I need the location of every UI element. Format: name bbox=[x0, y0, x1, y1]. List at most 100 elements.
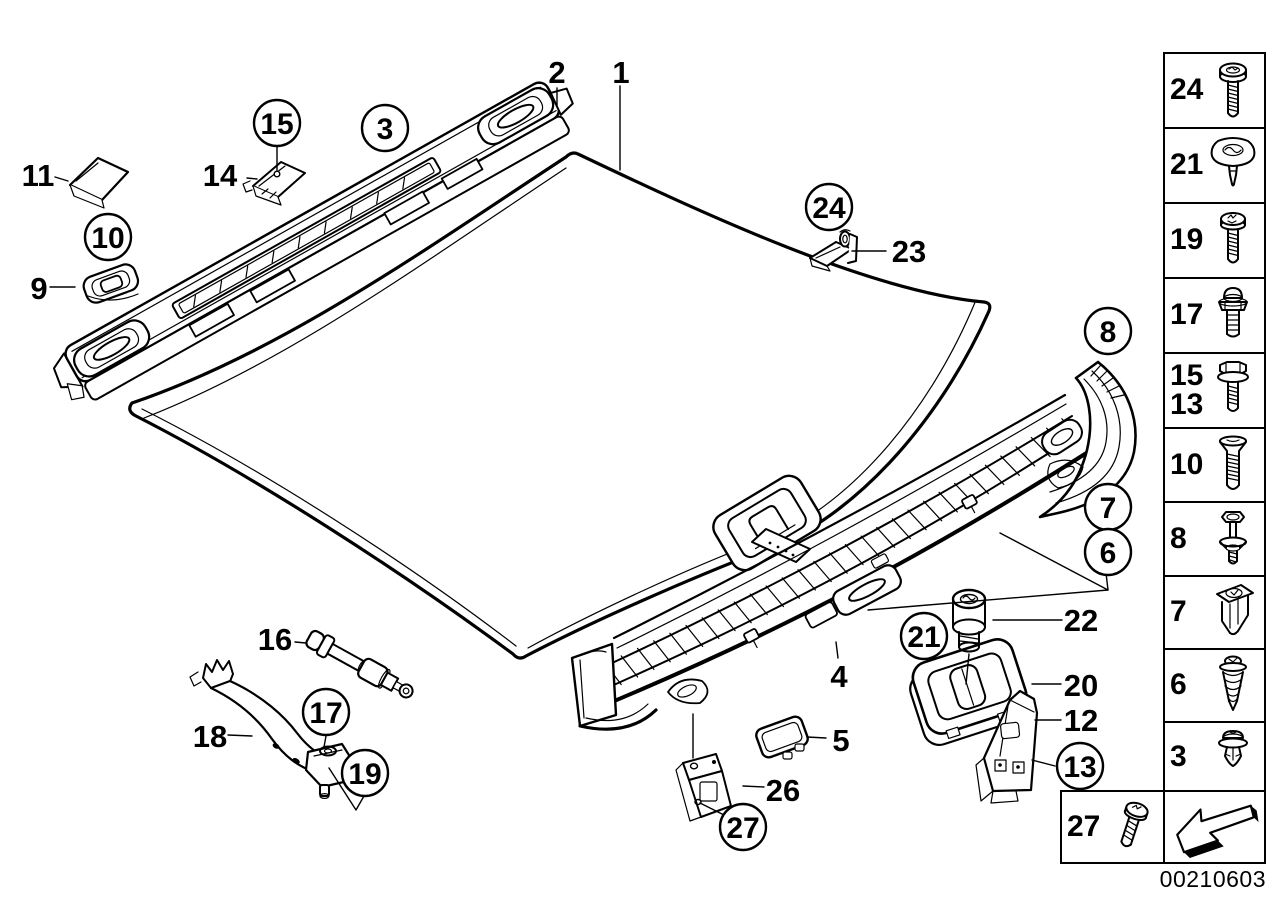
legend-number: 8 bbox=[1170, 521, 1187, 555]
callout-11[interactable]: 11 bbox=[22, 158, 55, 193]
corner-trim bbox=[1038, 360, 1137, 519]
sill-latch-pocket bbox=[804, 553, 902, 629]
legend-number: 6 bbox=[1170, 668, 1187, 702]
legend-row-17[interactable]: 17 bbox=[1163, 277, 1266, 354]
callout-5[interactable]: 5 bbox=[832, 723, 849, 758]
hex-flange-bolt-icon bbox=[1217, 360, 1249, 412]
direction-arrow-icon bbox=[1175, 804, 1259, 858]
callout-12[interactable]: 12 bbox=[1064, 703, 1098, 738]
legend-number: 3 bbox=[1170, 740, 1187, 774]
svg-text:7: 7 bbox=[1100, 492, 1117, 525]
bracket-26 bbox=[675, 753, 732, 822]
callout-4[interactable]: 4 bbox=[830, 659, 848, 694]
torx-screw-icon bbox=[1120, 801, 1149, 848]
svg-text:6: 6 bbox=[1100, 537, 1117, 570]
legend-number: 10 bbox=[1170, 447, 1204, 481]
callout-18[interactable]: 18 bbox=[193, 719, 227, 754]
gas-strut-16 bbox=[305, 629, 414, 699]
pin-rivet-icon bbox=[1219, 511, 1247, 565]
countersunk-screw-icon bbox=[1219, 435, 1247, 490]
svg-text:10: 10 bbox=[91, 222, 124, 255]
catalog-number: 00210603 bbox=[1159, 866, 1266, 892]
latch-assembly bbox=[909, 638, 1028, 746]
svg-text:8: 8 bbox=[1100, 316, 1117, 349]
callout-circle-21[interactable]: 21 bbox=[899, 611, 949, 661]
cover-11 bbox=[68, 156, 130, 209]
bracket-12 bbox=[975, 689, 1039, 804]
rail-handle-left bbox=[73, 319, 151, 378]
bracket-18 bbox=[189, 659, 354, 799]
callout-26[interactable]: 26 bbox=[766, 773, 800, 808]
callout-circle-8[interactable]: 8 bbox=[1083, 306, 1133, 356]
svg-text:17: 17 bbox=[309, 697, 342, 730]
clip-14 bbox=[242, 161, 306, 206]
torx-pan-screw-icon bbox=[1220, 211, 1246, 263]
callout-22[interactable]: 22 bbox=[1064, 603, 1098, 638]
callout-circle-10[interactable]: 10 bbox=[83, 212, 133, 262]
trim-hole bbox=[1041, 418, 1083, 456]
circled-callouts: 15 3 10 24 8 7 6 21 13 17 bbox=[83, 98, 1133, 852]
callout-circle-15[interactable]: 15 bbox=[252, 98, 302, 148]
trim-tip-hatching bbox=[1090, 365, 1125, 399]
callout-2[interactable]: 2 bbox=[548, 55, 565, 90]
callout-circle-27[interactable]: 27 bbox=[718, 802, 768, 852]
legend-row-10[interactable]: 10 bbox=[1163, 427, 1266, 503]
callout-9[interactable]: 9 bbox=[30, 271, 47, 306]
clip-23 bbox=[809, 229, 858, 272]
rail-handle-right bbox=[477, 87, 555, 146]
sill-clip bbox=[961, 494, 978, 514]
loading-sill-trim bbox=[570, 393, 1098, 731]
svg-text:24: 24 bbox=[812, 192, 846, 225]
callout-circle-3[interactable]: 3 bbox=[360, 103, 410, 153]
strip-hatching bbox=[193, 177, 406, 308]
svg-text:19: 19 bbox=[348, 758, 381, 791]
legend-arrow-box[interactable] bbox=[1163, 790, 1266, 864]
washer-head-screw-icon bbox=[1219, 62, 1247, 117]
callout-16[interactable]: 16 bbox=[258, 622, 292, 657]
legend-row-27[interactable]: 27 bbox=[1060, 790, 1165, 864]
callout-circle-13[interactable]: 13 bbox=[1055, 741, 1105, 791]
trunk-floor-panel bbox=[128, 151, 992, 660]
svg-text:15: 15 bbox=[260, 108, 293, 141]
callout-23[interactable]: 23 bbox=[892, 234, 926, 269]
sill-clip bbox=[743, 628, 760, 649]
leader-lines bbox=[49, 85, 1109, 817]
callout-circle-6[interactable]: 6 bbox=[1083, 527, 1133, 577]
callout-20[interactable]: 20 bbox=[1064, 668, 1098, 703]
svg-text:13: 13 bbox=[1063, 751, 1096, 784]
callout-14[interactable]: 14 bbox=[203, 158, 238, 193]
callout-circle-19[interactable]: 19 bbox=[340, 748, 390, 798]
callout-circle-24[interactable]: 24 bbox=[804, 182, 854, 232]
tapping-screw-icon bbox=[1219, 655, 1247, 711]
legend-row-19[interactable]: 19 bbox=[1163, 202, 1266, 279]
legend-row-7[interactable]: 7 bbox=[1163, 575, 1266, 650]
legend-number: 7 bbox=[1170, 595, 1187, 629]
legend-row-6[interactable]: 6 bbox=[1163, 648, 1266, 723]
callout-circle-7[interactable]: 7 bbox=[1083, 482, 1133, 532]
legend-number: 19 bbox=[1170, 223, 1204, 257]
expansion-nut-icon bbox=[1216, 583, 1254, 635]
legend-row-8[interactable]: 8 bbox=[1163, 501, 1266, 577]
cover-5 bbox=[755, 715, 809, 760]
legend-number: 21 bbox=[1170, 148, 1204, 182]
lock-cylinder bbox=[951, 588, 987, 653]
grommet-9 bbox=[82, 263, 140, 304]
legend-number: 17 bbox=[1170, 298, 1204, 332]
legend-number: 24 bbox=[1170, 73, 1204, 107]
svg-text:3: 3 bbox=[377, 113, 394, 146]
legend-number: 27 bbox=[1067, 809, 1101, 843]
callout-circle-17[interactable]: 17 bbox=[301, 687, 351, 737]
svg-text:27: 27 bbox=[726, 812, 759, 845]
svg-text:21: 21 bbox=[907, 621, 940, 654]
cargo-cover-rail bbox=[52, 81, 574, 401]
legend-row-24[interactable]: 24 bbox=[1163, 52, 1266, 129]
legend-row-21[interactable]: 21 bbox=[1163, 127, 1266, 204]
body-bolt-icon bbox=[1210, 136, 1256, 186]
callout-1[interactable]: 1 bbox=[612, 55, 629, 90]
plain-callouts: 1 2 11 14 9 23 16 18 4 5 22 20 12 26 bbox=[22, 55, 1099, 808]
legend-row-3[interactable]: 3 bbox=[1163, 721, 1266, 794]
